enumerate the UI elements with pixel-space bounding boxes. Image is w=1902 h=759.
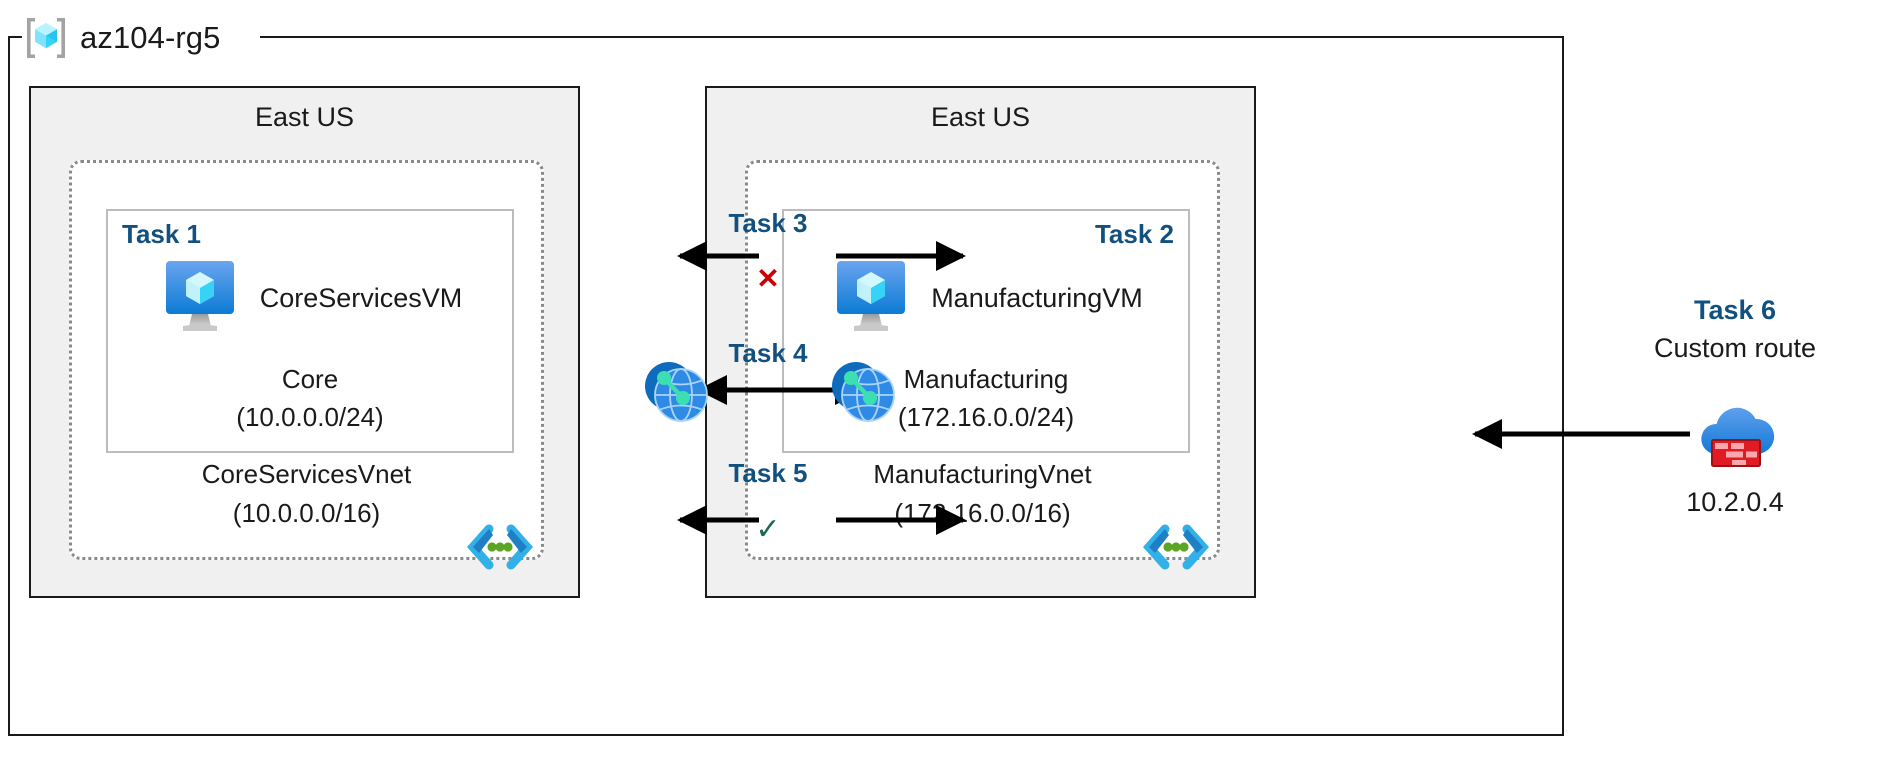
vm-name-left: CoreServicesVM	[259, 282, 463, 313]
resource-group-frame	[8, 36, 1564, 736]
vnet-box-right: Task 2	[745, 160, 1220, 570]
subnet-name-left: Core	[281, 364, 339, 394]
task-4-label: Task 4	[728, 338, 808, 368]
task-6-label: Task 6	[1693, 295, 1777, 325]
custom-route-ip: 10.2.0.4	[1686, 487, 1784, 517]
vnet-cidr-left: (10.0.0.0/16)	[232, 498, 381, 528]
resource-group-icon	[22, 14, 70, 62]
azure-firewall-icon	[1690, 396, 1782, 472]
custom-route-label: Custom route	[1653, 333, 1817, 363]
task-3-label: Task 3	[728, 208, 808, 238]
subnet-box-right: Task 2	[782, 209, 1190, 453]
virtual-machine-icon	[829, 259, 913, 337]
task-2-badge: Task 2	[1094, 219, 1174, 249]
vnet-peering-icon-left	[638, 353, 712, 427]
vnet-box-left: Task 1	[69, 160, 544, 570]
vnet-cidr-right: (172.16.0.0/16)	[894, 498, 1071, 528]
vnet-name-right: ManufacturingVnet	[873, 459, 1092, 490]
resource-group-name: az104-rg5	[80, 20, 221, 55]
subnet-cidr-left: (10.0.0.0/24)	[236, 402, 384, 432]
resource-group-header: az104-rg5	[22, 12, 221, 64]
virtual-machine-icon	[158, 259, 242, 337]
subnet-box-left: Task 1	[106, 209, 514, 453]
subnet-name-right: Manufacturing	[903, 364, 1069, 394]
region-label-right: East US	[930, 102, 1031, 132]
region-box-left: East US Task 1	[29, 86, 580, 598]
vm-row-right: ManufacturingVM	[784, 259, 1188, 337]
region-label-left: East US	[254, 102, 355, 132]
task-3-x-marker: ✕	[756, 263, 780, 294]
task-5-check-marker: ✓	[755, 513, 781, 546]
vm-row-left: CoreServicesVM	[108, 259, 512, 337]
region-box-right: East US Task 2	[705, 86, 1256, 598]
vm-name-right: ManufacturingVM	[931, 282, 1143, 313]
task-1-badge: Task 1	[122, 219, 202, 249]
subnet-icon	[1142, 521, 1210, 573]
vnet-peering-icon-right	[825, 353, 899, 427]
vnet-name-left: CoreServicesVnet	[201, 459, 412, 490]
subnet-icon	[466, 521, 534, 573]
subnet-cidr-right: (172.16.0.0/24)	[897, 402, 1075, 432]
task-5-label: Task 5	[728, 458, 808, 488]
